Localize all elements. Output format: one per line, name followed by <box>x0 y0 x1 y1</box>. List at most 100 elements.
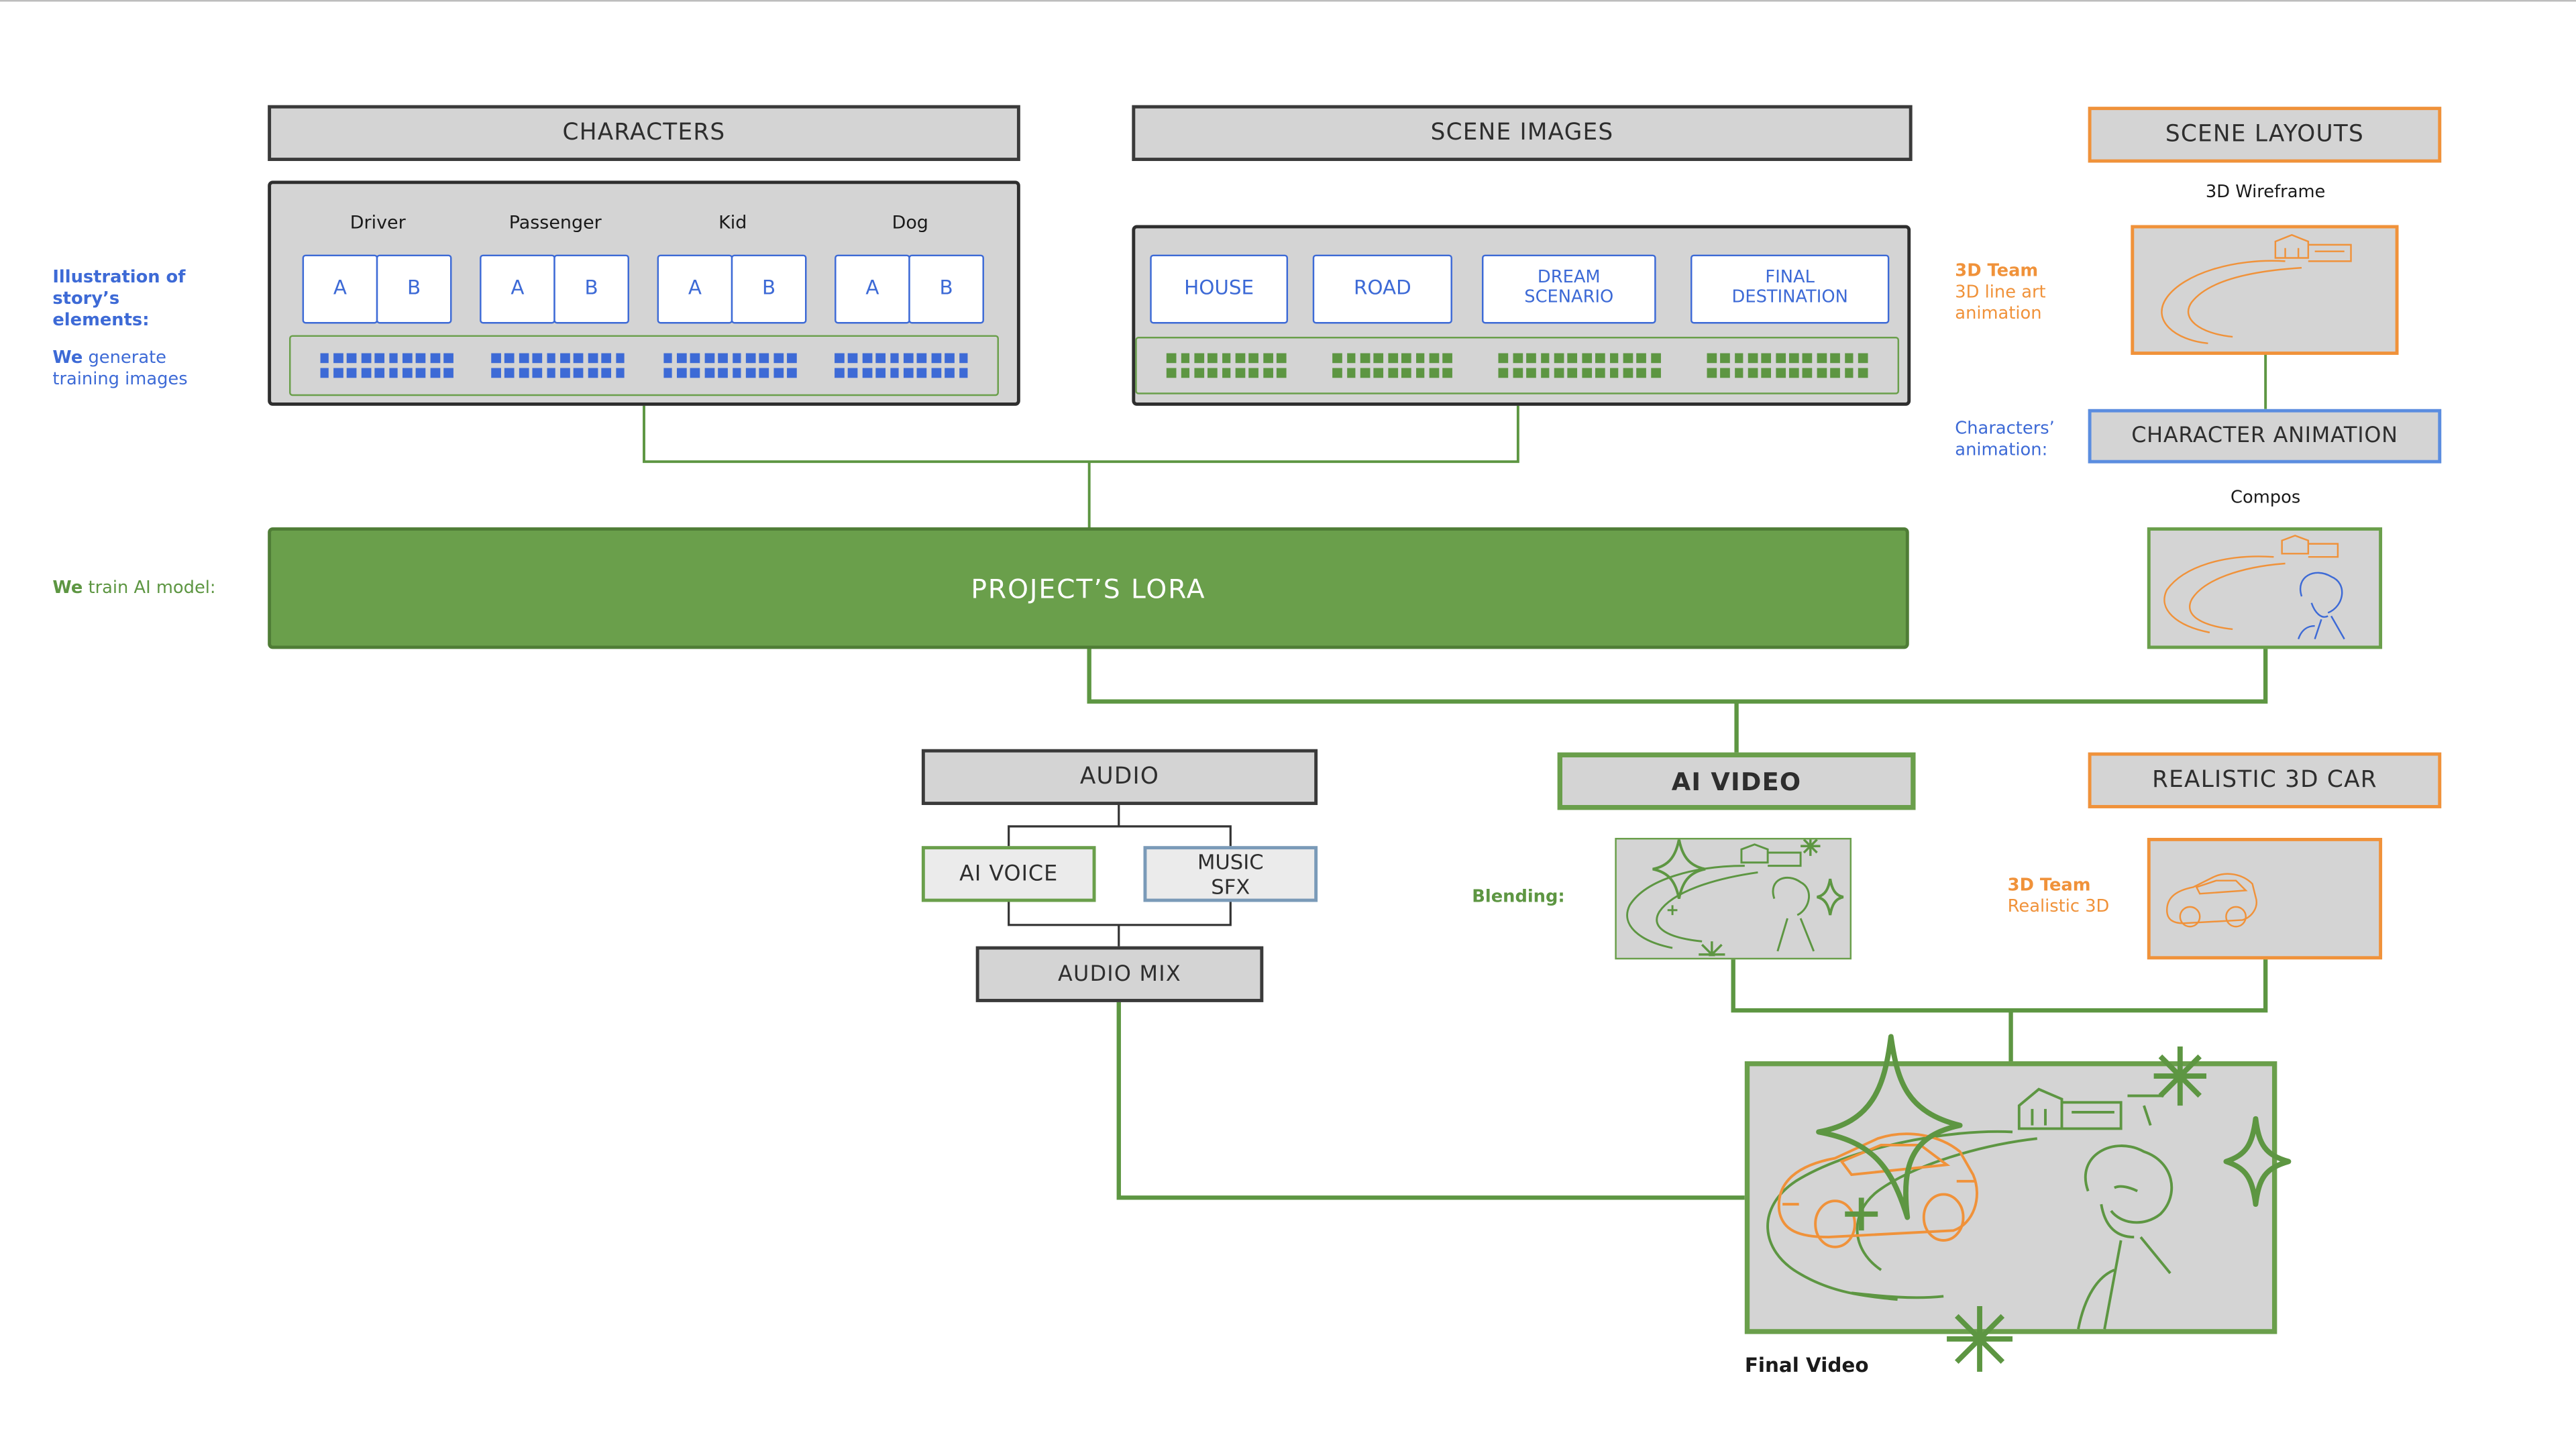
training-image-thumb <box>443 368 453 378</box>
team1-label-bold: 3D Team <box>1955 261 2039 281</box>
training-image-thumb <box>1346 368 1356 378</box>
car-thumbnail <box>2147 837 2383 960</box>
training-image-thumb <box>745 354 755 364</box>
training-image-thumb <box>1720 368 1730 378</box>
characters-header: CHARACTERS <box>268 105 1020 162</box>
training-image-thumb <box>1374 354 1384 364</box>
training-image-thumb <box>875 368 886 378</box>
training-image-thumb <box>1387 368 1398 378</box>
training-image-thumb <box>917 368 927 378</box>
dog-training-images <box>835 354 969 378</box>
training-image-thumb <box>443 354 453 364</box>
training-image-thumb <box>1401 368 1411 378</box>
training-image-thumb <box>1789 368 1799 378</box>
training-image-thumb <box>663 368 673 378</box>
training-image-thumb <box>959 368 969 378</box>
training-image-thumb <box>1554 354 1564 364</box>
training-image-thumb <box>1706 354 1717 364</box>
audio-mix-box: AUDIO MIX <box>975 946 1264 1002</box>
training-image-thumb <box>1415 368 1426 378</box>
training-image-thumb <box>931 368 941 378</box>
training-image-thumb <box>1748 354 1758 364</box>
training-image-thumb <box>361 368 371 378</box>
training-image-thumb <box>1581 354 1592 364</box>
blend-car-join-line <box>1731 957 2268 1013</box>
character-animation-label: Characters’ animation: <box>1955 419 2063 462</box>
training-image-thumb <box>1637 354 1647 364</box>
training-image-thumb <box>835 368 845 378</box>
training-image-thumb <box>1332 354 1342 364</box>
training-image-thumb <box>546 368 556 378</box>
training-image-thumb <box>1429 354 1439 364</box>
training-image-thumb <box>1775 368 1785 378</box>
training-image-thumb <box>1775 354 1785 364</box>
training-image-thumb <box>1789 354 1799 364</box>
training-image-thumb <box>875 354 886 364</box>
training-image-thumb <box>1167 354 1177 364</box>
training-image-thumb <box>361 354 371 364</box>
top-rule <box>0 0 2576 2</box>
training-image-thumb <box>917 354 927 364</box>
team2-label-rest: Realistic 3D <box>2007 897 2110 917</box>
training-image-thumb <box>505 368 515 378</box>
training-image-thumb <box>1623 354 1633 364</box>
training-image-thumb <box>1401 354 1411 364</box>
training-image-thumb <box>333 354 343 364</box>
training-image-thumb <box>1235 354 1245 364</box>
training-image-thumb <box>1568 368 1578 378</box>
training-image-thumb <box>1817 354 1827 364</box>
character-name-dog: Dog <box>892 211 928 233</box>
training-image-thumb <box>574 354 584 364</box>
training-image-thumb <box>663 354 673 364</box>
training-image-thumb <box>1360 354 1371 364</box>
training-image-thumb <box>1803 354 1813 364</box>
character-name-kid: Kid <box>718 211 747 233</box>
training-image-thumb <box>1194 368 1204 378</box>
lora-compos-join-line <box>1087 647 2268 704</box>
train-label-rest: train AI model: <box>88 578 216 598</box>
team2-label-bold: 3D Team <box>2007 875 2091 896</box>
compos-thumbnail <box>2147 527 2383 649</box>
training-image-thumb <box>491 354 501 364</box>
training-image-thumb <box>1540 354 1550 364</box>
final-video-frame <box>1744 1034 2292 1372</box>
training-image-thumb <box>732 354 742 364</box>
training-image-thumb <box>1513 368 1523 378</box>
scene-road: ROAD <box>1312 254 1452 324</box>
training-image-thumb <box>1540 368 1550 378</box>
training-image-thumb <box>704 354 714 364</box>
ai-video-header: AI VIDEO <box>1557 752 1916 810</box>
training-image-thumb <box>1513 354 1523 364</box>
training-image-thumb <box>388 354 398 364</box>
kid-training-images <box>663 354 797 378</box>
project-lora-block: PROJECT’S LORA <box>268 527 1909 649</box>
illustration-label: Illustration of story’s elements: <box>52 268 186 331</box>
training-image-thumb <box>1554 368 1564 378</box>
generate-label-rest: generate training images <box>52 348 188 390</box>
training-image-thumb <box>1360 368 1371 378</box>
training-image-thumb <box>945 354 955 364</box>
dog-variant-a: A <box>835 254 910 324</box>
training-image-thumb <box>1844 354 1854 364</box>
training-image-thumb <box>1415 354 1426 364</box>
training-image-thumb <box>759 368 769 378</box>
training-image-thumb <box>1595 368 1605 378</box>
training-image-thumb <box>1844 368 1854 378</box>
training-image-thumb <box>1429 368 1439 378</box>
training-image-thumb <box>615 368 625 378</box>
training-image-thumb <box>347 368 357 378</box>
wireframe-thumbnail <box>2131 225 2399 355</box>
training-image-thumb <box>1609 354 1619 364</box>
training-image-thumb <box>862 368 872 378</box>
blending-scene-icon <box>1626 836 1844 968</box>
training-image-thumb <box>1208 354 1218 364</box>
audio-header: AUDIO <box>921 749 1318 806</box>
training-image-thumb <box>388 368 398 378</box>
scene-images-header: SCENE IMAGES <box>1132 105 1913 162</box>
character-name-driver: Driver <box>350 211 406 233</box>
training-image-thumb <box>416 368 426 378</box>
training-image-thumb <box>1706 368 1717 378</box>
